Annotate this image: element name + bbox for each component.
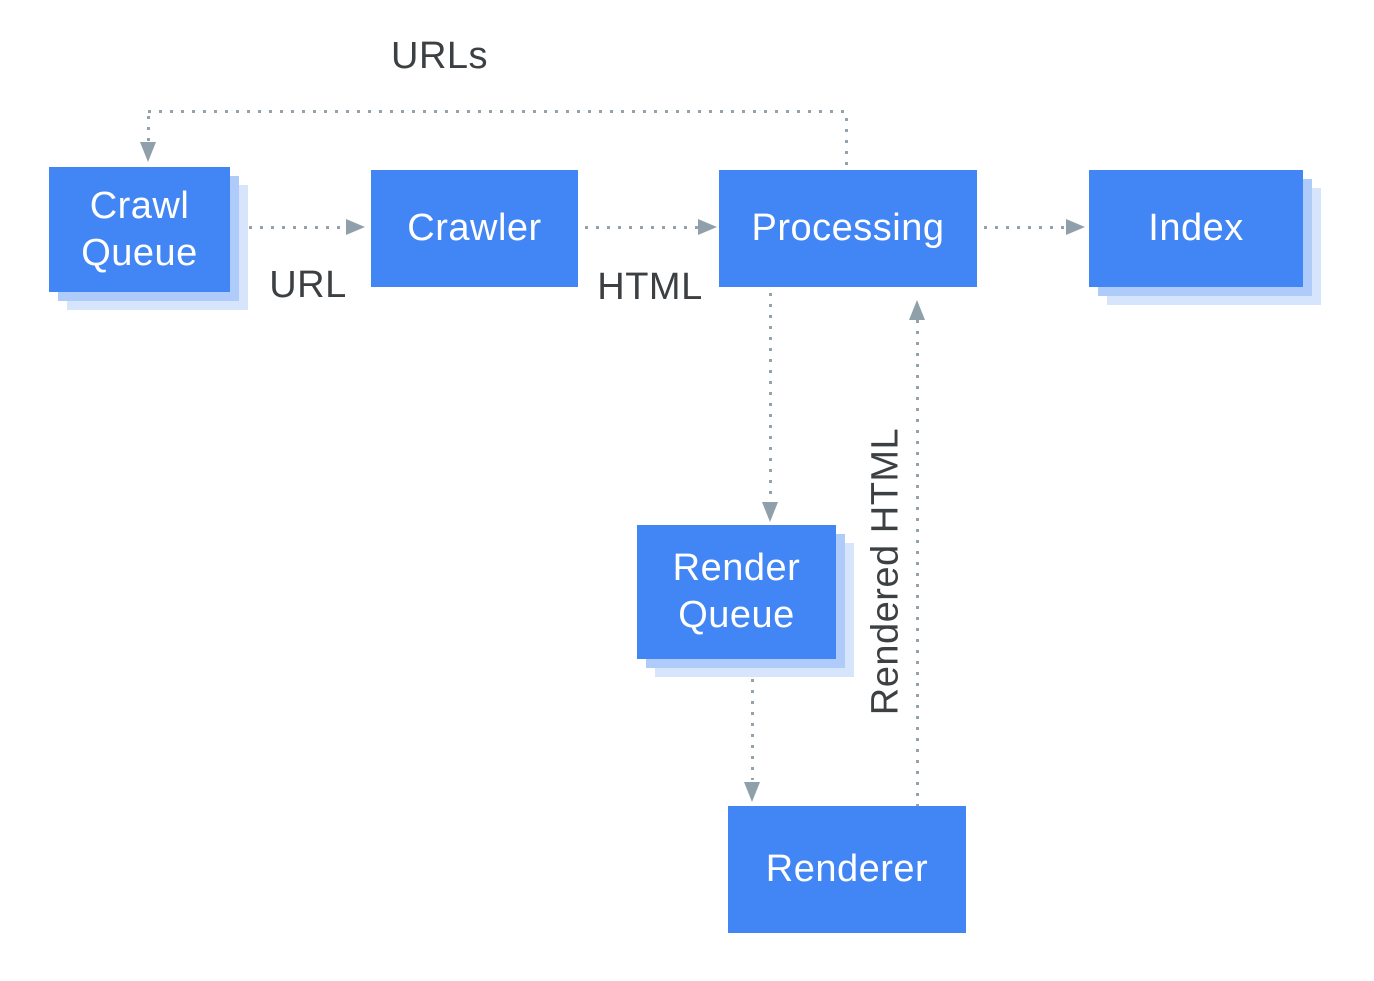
edge-processing-to-crawlqueue-top	[148, 110, 848, 113]
arrowhead-down-into-crawl-queue-icon	[140, 142, 156, 162]
node-render-queue: Render Queue	[637, 525, 836, 659]
edge-processing-to-crawlqueue-riser	[845, 118, 848, 168]
edge-label-url: URL	[269, 264, 347, 306]
node-crawl-queue: Crawl Queue	[49, 167, 230, 292]
arrowhead-right-into-index-icon	[1066, 219, 1085, 235]
arrowhead-up-into-processing-icon	[909, 300, 925, 320]
edge-label-rendered-html: Rendered HTML	[864, 427, 907, 716]
node-processing: Processing	[719, 170, 977, 287]
edge-processing-to-index	[984, 226, 1066, 229]
node-crawler: Crawler	[371, 170, 578, 287]
edge-renderqueue-to-renderer	[751, 668, 754, 780]
arrowhead-down-into-render-queue-icon	[762, 502, 778, 522]
node-index-label: Index	[1148, 207, 1244, 250]
edge-crawlqueue-to-crawler	[238, 226, 346, 229]
node-render-queue-label-line2: Queue	[678, 594, 795, 636]
node-renderer: Renderer	[728, 806, 966, 933]
arrowhead-right-into-processing-icon	[698, 219, 717, 235]
node-processing-label: Processing	[751, 207, 945, 250]
node-crawl-queue-label-line1: Crawl	[89, 184, 190, 227]
edge-processing-to-crawlqueue-dropper	[147, 116, 150, 142]
edge-processing-to-renderqueue	[769, 293, 772, 500]
edge-renderer-to-processing	[916, 320, 919, 806]
edge-label-urls: URLs	[391, 35, 489, 77]
arrowhead-down-into-renderer-icon	[744, 782, 760, 802]
node-render-queue-label-line1: Render	[672, 547, 801, 590]
edge-crawler-to-processing	[585, 226, 698, 229]
edge-label-html: HTML	[597, 266, 703, 308]
node-index: Index	[1089, 170, 1303, 287]
node-crawl-queue-label-line2: Queue	[81, 231, 198, 274]
node-crawler-label: Crawler	[407, 207, 542, 250]
node-renderer-label: Renderer	[765, 848, 929, 891]
arrowhead-right-into-crawler-icon	[346, 219, 365, 235]
